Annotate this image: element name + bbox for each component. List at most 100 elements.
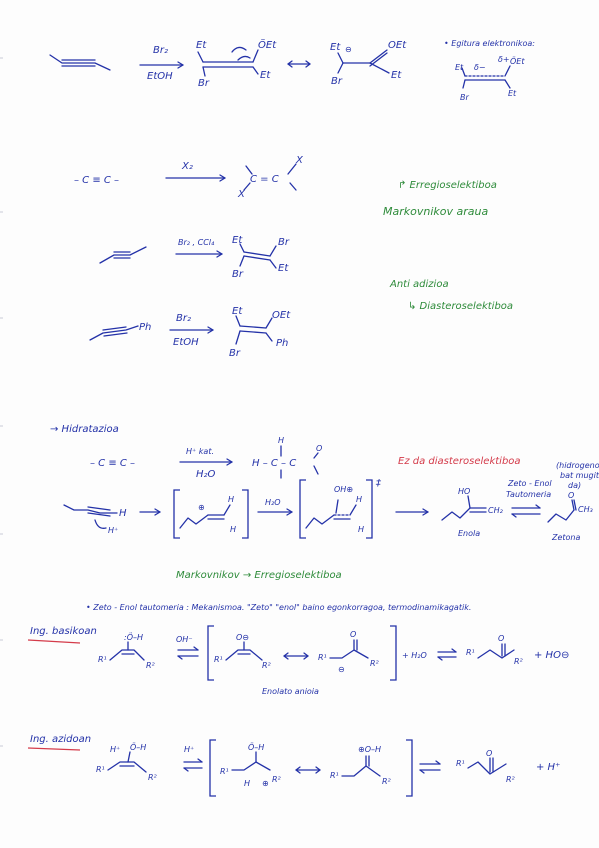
r3-reagent: Br₂ , CCl₄ [178, 238, 215, 247]
r1-res-oet: OEt [388, 40, 407, 51]
tauto-a-h2: H [244, 779, 250, 788]
r1-res-minus: ⊖ [345, 45, 352, 54]
hydration-reagent-top: H⁺ kat. [186, 447, 214, 456]
tauto-a-reagent: H⁺ [184, 745, 194, 754]
tauto-a-r1: R¹ [96, 765, 105, 774]
r4-prod-br: Br [229, 348, 241, 359]
hydration-oxonium-h2: H [358, 525, 364, 534]
tauto-b-oh: :Ö–H [124, 632, 143, 642]
r4-prod-oet: OEt [272, 310, 291, 321]
r4-prod-et: Et [232, 306, 243, 317]
r1-note-minus: δ− [474, 63, 486, 72]
tauto-basic-label: Ing. basikoan [30, 626, 97, 637]
margin-marks [0, 57, 3, 747]
hydration-side-note-2: bat mugitu [560, 471, 599, 480]
reaction-1: Br₂ EtOH Et ÖEt Br Et Et ⊖ OEt Br Et • E… [49, 38, 535, 102]
r3-note-diast: ↳ Diasteroselektiboa [408, 301, 513, 312]
hydration-product-o: O [316, 444, 322, 453]
r3-prod-br1: Br [278, 237, 290, 248]
tauto-a-hplus: + H⁺ [536, 762, 560, 773]
tauto-b-water: + H₂O [402, 651, 427, 660]
tauto-statement: • Zeto - Enol tautomeria : Mekanismoa. "… [86, 603, 471, 612]
r1-int-br: Br [198, 78, 210, 89]
tauto-b-o2: O [350, 630, 356, 639]
hydration-reagent-bottom: H₂O [196, 469, 216, 480]
hydration-ts-mark: ‡ [375, 478, 382, 489]
reaction-4: Ph Br₂ EtOH Et OEt Br Ph [89, 306, 291, 359]
hydration-substrate: – C ≡ C – [90, 458, 135, 469]
tauto-b-o1: O⊖ [236, 633, 249, 642]
tauto-b-hydroxide: + HO⊖ [534, 650, 569, 661]
hydration-enol-label: Enola [458, 529, 480, 538]
hydration-cation-plus: ⊕ [198, 503, 205, 512]
r1-reagent-top: Br₂ [153, 45, 168, 56]
tauto-b-r2c: R² [514, 657, 524, 666]
r1-int-et-right: Et [260, 70, 271, 81]
hydration-eq-label-1: Zeto - Enol [507, 479, 552, 488]
r4-prod-ph: Ph [276, 338, 288, 349]
hydration-keto-ch3: CH₃ [578, 505, 593, 514]
hydration-heading: → Hidratazioa [50, 424, 119, 435]
hydration-oxonium: OH⊕ [334, 485, 353, 494]
hydration-green-note: Markovnikov → Erregioselektiboa [176, 570, 342, 581]
hydration-product-h: H [278, 436, 284, 445]
r1-note-et-right: Et [508, 89, 517, 98]
tauto-a-h: H⁺ [110, 745, 120, 754]
tauto-b-reagent: OH⁻ [176, 635, 193, 644]
r2-arrow-note: ↱ Erregioselektiboa [398, 180, 497, 191]
r2-prod-x2: X [295, 155, 304, 166]
hydration-keto-label: Zetona [551, 533, 581, 542]
hydration-enol-ho: HO [458, 487, 470, 496]
hydration-cation-h2: H [230, 525, 236, 534]
r3-prod-et1: Et [232, 235, 243, 246]
tauto-a-o4: O [486, 749, 492, 758]
r1-reagent-bottom: EtOH [147, 71, 173, 82]
r1-res-br: Br [331, 76, 343, 87]
r3-note-anti: Anti adizioa [389, 279, 449, 290]
r2-substrate: – C ≡ C – [74, 175, 119, 186]
r1-note-oet: ÖEt [510, 56, 525, 66]
tautomeria-section: • Zeto - Enol tautomeria : Mekanismoa. "… [27, 603, 569, 797]
tauto-a-oh3: ⊕O–H [358, 745, 381, 754]
hydration-water: H₂O [265, 498, 281, 507]
tauto-a-r2c: R² [506, 775, 516, 784]
r4-reagent-top: Br₂ [176, 313, 191, 324]
r1-note-plus: δ+ [498, 55, 510, 64]
r1-note-et-left: Et [455, 63, 464, 72]
r1-int-et-top: Et [196, 40, 207, 51]
hydration-product: H – C – C [252, 458, 296, 469]
hydration-oxonium-h1: H [356, 495, 362, 504]
tauto-b-r1: R¹ [98, 655, 107, 664]
hydration-side-note-3: da) [568, 481, 581, 490]
r2-prod-x1: X [237, 189, 246, 200]
r2-product-cc: C = C [250, 174, 279, 185]
tauto-b-r1b: R¹ [318, 653, 327, 662]
tauto-b-r2a: R² [262, 661, 272, 670]
hydration-red-note: Ez da diasteroselektiboa [398, 456, 521, 467]
hydration-h-end: H [119, 508, 127, 519]
hydration-h-plus: H⁺ [108, 526, 118, 535]
reaction-3: Br₂ , CCl₄ Et Br Br Et Anti adizioa ↳ Di… [99, 235, 513, 312]
tauto-a-r2: R² [148, 773, 158, 782]
hydration-section: → Hidratazioa – C ≡ C – H⁺ kat. H₂O H – … [50, 424, 599, 581]
r4-substrate-ph: Ph [139, 322, 151, 333]
hydration-eq-label-2: Tautomeria [506, 490, 551, 499]
hydration-enol-ch2: CH₂ [488, 506, 504, 515]
r1-int-oet: ÖEt [258, 38, 277, 51]
tauto-a-r2a: R² [272, 775, 282, 784]
tauto-b-r2: R² [146, 661, 156, 670]
tauto-b-minus: ⊖ [338, 665, 345, 674]
tauto-b-o3: O [498, 634, 504, 643]
hydration-keto-o: O [568, 491, 574, 500]
tauto-b-r1a: R¹ [214, 655, 223, 664]
tauto-a-r1c: R¹ [456, 759, 465, 768]
tauto-acid-label: Ing. azidoan [30, 734, 91, 745]
tauto-b-r1c: R¹ [466, 648, 475, 657]
r4-reagent-bottom: EtOH [173, 337, 199, 348]
reaction-2: – C ≡ C – X₂ C = C X X ↱ Erregioselektib… [74, 155, 497, 218]
r1-note-title: • Egitura elektronikoa: [444, 39, 535, 48]
r2-reagent: X₂ [181, 161, 193, 172]
tauto-enolate-label: Enolato anioia [262, 687, 319, 696]
